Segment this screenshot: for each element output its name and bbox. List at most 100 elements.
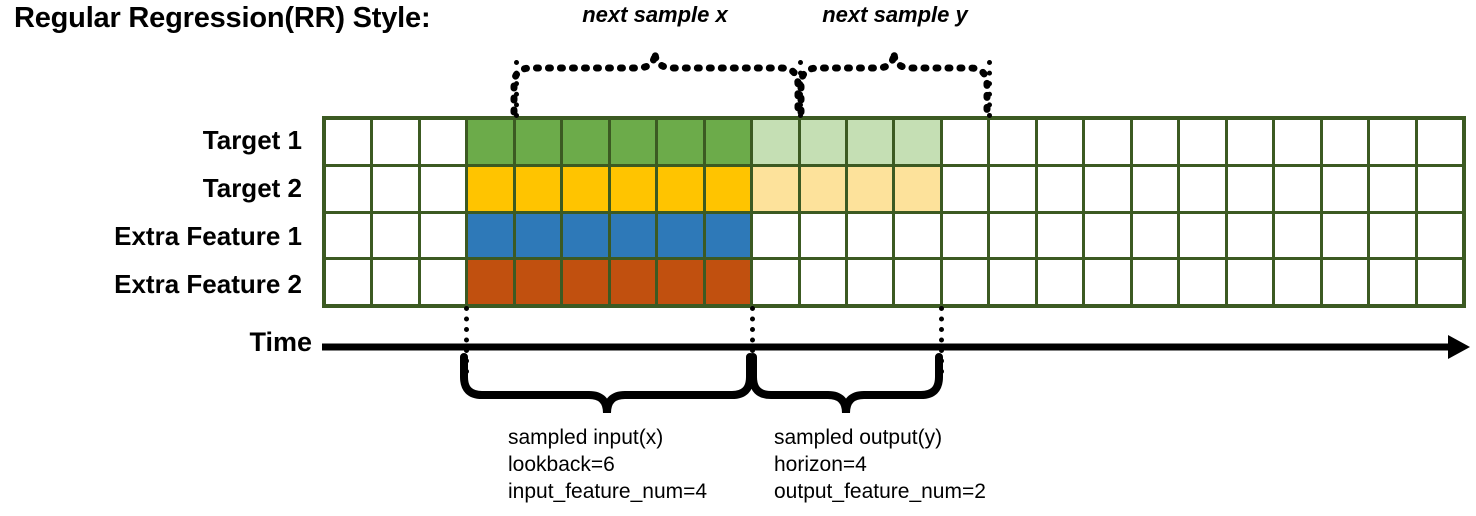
grid-cell (1370, 260, 1415, 304)
bottom-brace-sampled-input (460, 353, 754, 414)
grid-cell (1085, 260, 1130, 304)
caption-sampled-output: sampled output(y) horizon=4 output_featu… (774, 424, 986, 505)
top-brace-label-next-sample-x: next sample x (582, 2, 728, 27)
grid-cell (658, 260, 703, 304)
grid-cell (1132, 213, 1178, 258)
grid-cell (658, 213, 703, 258)
grid-cell (800, 166, 846, 211)
grid-cell (990, 260, 1035, 304)
grid-cell (753, 213, 798, 258)
grid-cell (1037, 120, 1083, 164)
grid-cell (1417, 260, 1462, 304)
grid-cell (848, 120, 893, 164)
grid-cell (1180, 213, 1225, 258)
grid-cell (1180, 166, 1225, 211)
grid-cell (563, 260, 608, 304)
grid-cell (753, 260, 798, 304)
grid-cell (800, 260, 846, 304)
grid-cell (990, 120, 1035, 164)
grid-cell (373, 213, 418, 258)
grid-cell (610, 213, 656, 258)
grid-cell (990, 166, 1035, 211)
caption-sampled-output-line-1: sampled output(y) (774, 426, 943, 449)
grid-cell (1227, 213, 1273, 258)
grid-cell (515, 213, 561, 258)
grid-cell (420, 260, 466, 304)
row-label-extra-feature-1: Extra Feature 1 (114, 221, 302, 251)
page-title: Regular Regression(RR) Style: (14, 2, 431, 34)
grid-cell (800, 120, 846, 164)
grid-cell (658, 166, 703, 211)
grid-cell (895, 120, 940, 164)
grid-cell (1037, 213, 1083, 258)
grid-cell (468, 260, 513, 304)
grid-cell (895, 166, 940, 211)
caption-sampled-output-line-3: output_feature_num=2 (774, 480, 986, 503)
guide-line-output-end-lower (939, 306, 944, 374)
grid-cell (1085, 166, 1130, 211)
grid-cell (753, 120, 798, 164)
grid-cell (420, 166, 466, 211)
time-axis-label: Time (249, 327, 312, 357)
grid-cell (1227, 260, 1273, 304)
grid-cell (1132, 166, 1178, 211)
grid-cell (848, 166, 893, 211)
grid-cell (1132, 260, 1178, 304)
grid-cell (326, 120, 371, 164)
grid-cell (1180, 120, 1225, 164)
grid-cell (1085, 213, 1130, 258)
grid-cell (800, 213, 846, 258)
grid-cell (895, 213, 940, 258)
caption-sampled-input-line-2: lookback=6 (508, 453, 615, 476)
grid-cell (563, 213, 608, 258)
grid-cell (942, 120, 988, 164)
grid-cell (373, 166, 418, 211)
grid-cell (420, 213, 466, 258)
grid-cell (420, 120, 466, 164)
grid-cell (1370, 166, 1415, 211)
caption-sampled-input: sampled input(x) lookback=6 input_featur… (508, 424, 707, 505)
grid-cell (942, 166, 988, 211)
grid-cell (1417, 166, 1462, 211)
grid-cell (1037, 260, 1083, 304)
grid-cell (515, 120, 561, 164)
grid-cell (1227, 166, 1273, 211)
grid-cell (1417, 213, 1462, 258)
grid-cell (1322, 120, 1368, 164)
grid-cell (1132, 120, 1178, 164)
guide-line-input-start (514, 60, 519, 118)
grid-cell (1417, 120, 1462, 164)
grid-cell (848, 260, 893, 304)
top-brace-next-sample-y (797, 51, 991, 116)
grid-cell (1085, 120, 1130, 164)
grid-cell (1275, 213, 1320, 258)
grid-cell (1370, 213, 1415, 258)
grid-cell (1275, 260, 1320, 304)
grid-cell (705, 120, 751, 164)
grid-cell (373, 120, 418, 164)
grid-cell (563, 120, 608, 164)
caption-sampled-output-line-2: horizon=4 (774, 453, 867, 476)
grid-cell (848, 213, 893, 258)
caption-sampled-input-line-1: sampled input(x) (508, 426, 664, 449)
grid-cell (705, 166, 751, 211)
grid-cell (468, 166, 513, 211)
caption-sampled-input-line-3: input_feature_num=4 (508, 480, 708, 503)
grid-cell (705, 213, 751, 258)
row-label-column: Target 1 Target 2 Extra Feature 1 Extra … (0, 116, 312, 308)
grid-cell (373, 260, 418, 304)
grid-cell (1275, 120, 1320, 164)
grid-cell (1227, 120, 1273, 164)
grid-cell (1322, 260, 1368, 304)
grid-cell (942, 213, 988, 258)
grid-cell (610, 166, 656, 211)
grid-cell (610, 260, 656, 304)
grid-cell (515, 166, 561, 211)
grid-cell (326, 166, 371, 211)
grid-cell (895, 260, 940, 304)
grid-cell (1322, 213, 1368, 258)
grid-cell (468, 120, 513, 164)
grid-cell (658, 120, 703, 164)
guide-line-split (798, 60, 803, 118)
bottom-brace-sampled-output (749, 353, 943, 414)
